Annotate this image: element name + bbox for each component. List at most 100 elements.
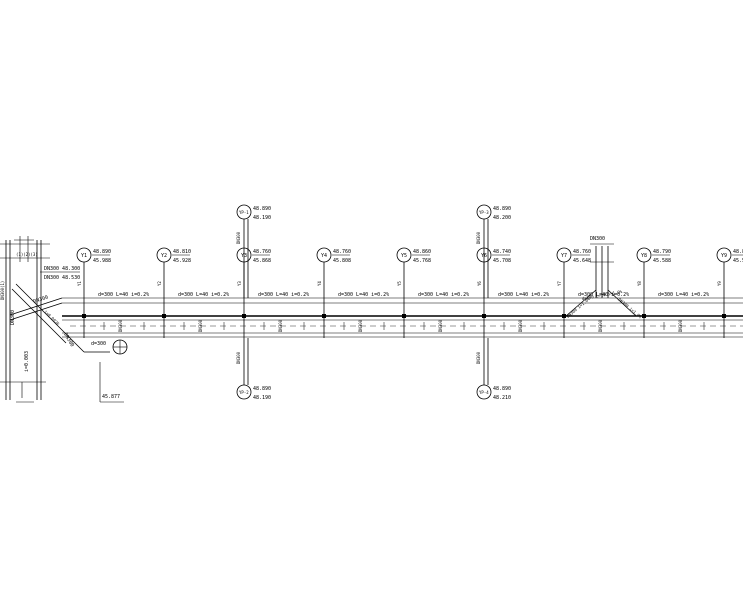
branch-id: YP-2: [239, 390, 249, 395]
manhole-lower-level: 45.988: [93, 258, 111, 264]
segment-label: d=300 L=40 i=0.2%: [418, 292, 469, 298]
manhole-circle: [316, 247, 332, 263]
manhole-vertical-tag: Y5: [397, 281, 402, 286]
segment-label: d=300 L=40 i=0.2%: [498, 292, 549, 298]
manhole-upper-level: 48.890: [733, 249, 743, 255]
manhole-id: Y8: [641, 253, 647, 259]
segment-label: d=300 L=40 i=0.2%: [338, 292, 389, 298]
segment-5: d=300 L=40 i=0.2% DN300: [418, 292, 469, 332]
main-left-tag-2: (1)(2)(3): [16, 252, 38, 257]
branch-id: YP-3: [479, 210, 489, 215]
right-branch: [565, 243, 637, 317]
manhole-node: [242, 314, 246, 318]
segment-tag: DN300: [518, 319, 523, 332]
manhole-lower-level: 45.648: [573, 258, 591, 264]
segment-tag: DN300: [678, 319, 683, 332]
segment-6: d=300 L=40 i=0.2% DN300: [498, 292, 549, 332]
manhole-node: [322, 314, 326, 318]
branch-lower-level: 48.200: [493, 215, 511, 221]
main-left-dn2-label: DN300: [62, 332, 75, 348]
manhole-circle: [156, 247, 172, 263]
branch-circle: [236, 384, 252, 400]
manhole-id: Y7: [561, 253, 567, 259]
manhole-id: Y1: [81, 253, 87, 259]
branch-dn: DN300: [236, 231, 241, 244]
branch-circle: [476, 204, 492, 220]
main-left-level-label: 45.877: [102, 394, 120, 400]
branch-lower-level: 48.210: [493, 395, 511, 401]
manhole-upper-level: 48.890: [93, 249, 111, 255]
manhole-node: [402, 314, 406, 318]
segment-3: d=300 L=40 i=0.2%DN300: [258, 292, 309, 332]
manhole-circle: [76, 247, 92, 263]
segment-label: d=300 L=40 i=0.2%: [98, 292, 149, 298]
segment-8: d=300 L=40 i=0.2%DN300: [658, 292, 709, 332]
manhole-vertical-tag: Y8: [637, 281, 642, 286]
branch-circle: [476, 384, 492, 400]
manhole-id: Y2: [161, 253, 167, 259]
manhole-node: [162, 314, 166, 318]
manhole-upper-level: 48.860: [413, 249, 431, 255]
segment-label: d=300 L=40 i=0.2%: [258, 292, 309, 298]
main-left-tag-3: DN300(1): [0, 281, 5, 300]
right-branch-title: DN300: [590, 236, 605, 242]
cross-branch-layer: YP-148.89048.190DN300YP-248.89048.190DN3…: [236, 204, 511, 401]
manhole-vertical-tag: Y6: [477, 281, 482, 286]
manhole-lower-level: 45.868: [253, 258, 271, 264]
main-left-branch-label-2: DN300 48.530: [44, 275, 80, 281]
segment-4: d=300 L=40 i=0.2% DN300: [338, 292, 389, 332]
manhole-vertical-tag: Y7: [557, 281, 562, 286]
manhole-circle: [636, 247, 652, 263]
manhole-upper-level: 48.790: [653, 249, 671, 255]
manhole-id: Y9: [721, 253, 727, 259]
main-left-dn-label: DN300: [10, 310, 16, 325]
symbol-label: d=300: [91, 341, 106, 347]
branch-upper-level: 48.890: [253, 386, 271, 392]
main-left-slope-label: i=0.003: [24, 351, 30, 372]
main-left-branch-label: DN300 48.300: [44, 266, 80, 272]
manhole-upper-level: 48.760: [333, 249, 351, 255]
branch-id: YP-1: [239, 210, 249, 215]
branch-upper-level: 48.890: [493, 206, 511, 212]
segment-tag: DN300: [438, 319, 443, 332]
manhole-circle: [716, 247, 732, 263]
manhole-lower-level: 45.808: [333, 258, 351, 264]
manhole-upper-level: 48.740: [493, 249, 511, 255]
manhole-vertical-tag: Y9: [717, 281, 722, 286]
manhole-node: [722, 314, 726, 318]
manhole-lower-level: 45.928: [173, 258, 191, 264]
branch-dn: DN300: [476, 231, 481, 244]
branch-upper-level: 48.890: [493, 386, 511, 392]
manhole-upper-level: 48.760: [573, 249, 591, 255]
manhole-upper-level: 48.810: [173, 249, 191, 255]
branch-upper-level: 48.890: [253, 206, 271, 212]
branch-lower-level: 48.190: [253, 395, 271, 401]
manhole-lower-level: 45.528: [733, 258, 743, 264]
manhole-node: [482, 314, 486, 318]
manhole-vertical-tag: Y1: [77, 281, 82, 286]
branch-id: YP-4: [479, 390, 489, 395]
segment-tag: DN300: [198, 319, 203, 332]
segment-tag: DN300: [118, 319, 123, 332]
manhole-node: [562, 314, 566, 318]
segment-layer: d=300 L=40 i=0.2% DN300 d=300 L=40 i=0.2% D…: [98, 292, 709, 332]
inspection-symbol: [99, 339, 128, 403]
branch-circle: [236, 204, 252, 220]
manhole-lower-level: 45.588: [653, 258, 671, 264]
manhole-layer: Y148.89045.988Y1Y248.81045.928Y2Y348.760…: [76, 247, 743, 338]
manhole-circle: [556, 247, 572, 263]
manhole-node: [642, 314, 646, 318]
left-main-pipe: [0, 236, 50, 403]
segment-tag: DN300: [358, 319, 363, 332]
manhole-lower-level: 45.708: [493, 258, 511, 264]
segment-1: d=300 L=40 i=0.2% DN300: [98, 292, 149, 332]
segment-label: d=300 L=40 i=0.2%: [578, 292, 629, 298]
main-left-tag-1: i=0.0026: [43, 309, 61, 327]
